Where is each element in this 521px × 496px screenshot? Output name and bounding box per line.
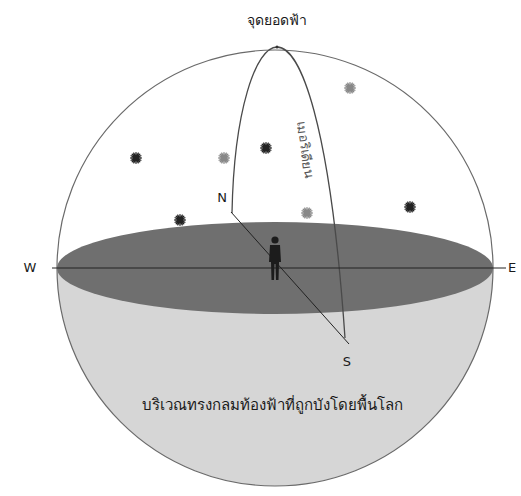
zenith-point xyxy=(276,46,279,49)
stars xyxy=(131,83,416,226)
zenith-label: จุดยอดฟ้า xyxy=(247,12,307,29)
north-south-line xyxy=(231,212,349,344)
observer-figure xyxy=(269,236,281,280)
region-label: บริเวณทรงกลมท้องฟ้าที่ถูกบังโดยพื้นโลก xyxy=(142,396,403,414)
direction-label: E xyxy=(508,260,516,276)
meridian-line xyxy=(232,47,345,338)
meridian-label: เมอริเดียน xyxy=(293,119,317,182)
horizon-line xyxy=(52,268,506,269)
direction-label: S xyxy=(343,354,351,370)
direction-label: W xyxy=(24,260,37,276)
direction-label: N xyxy=(217,190,227,206)
